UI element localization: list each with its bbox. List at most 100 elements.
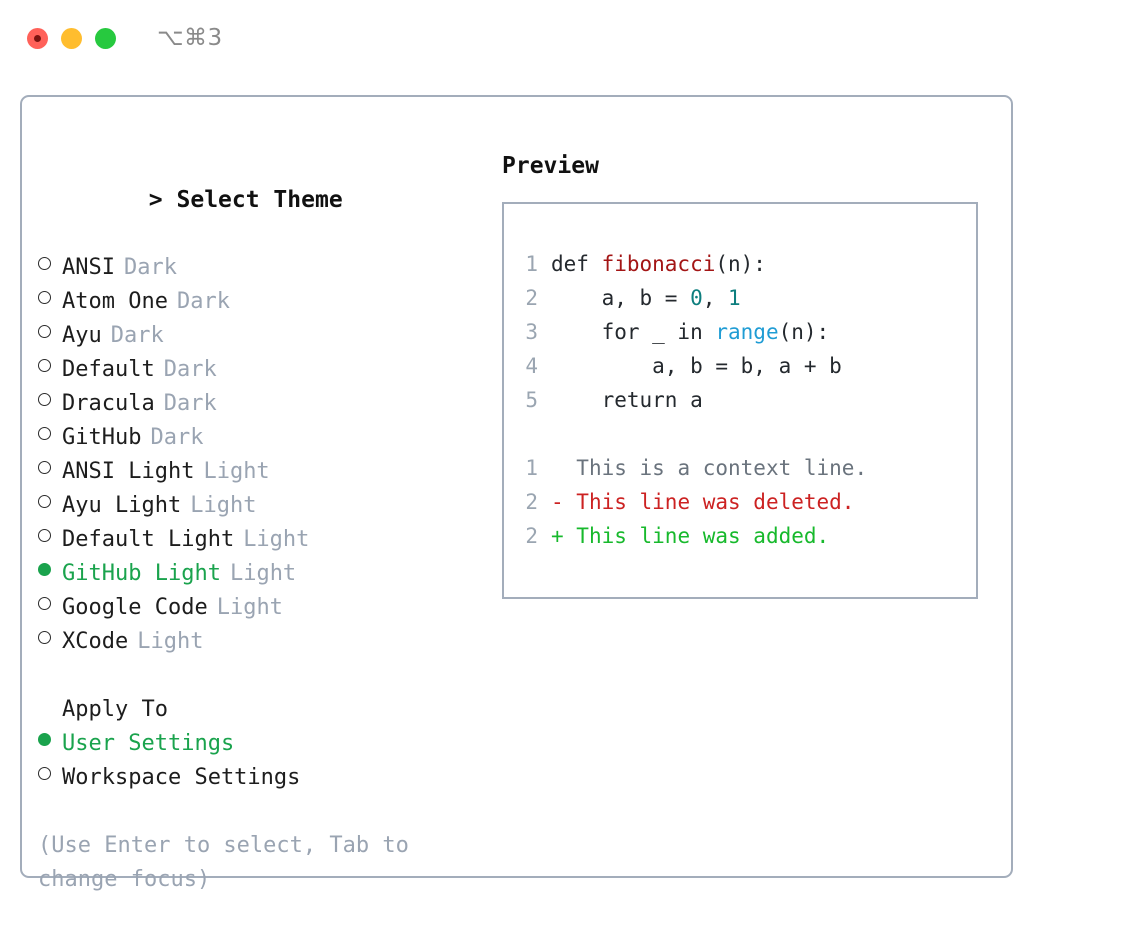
code-line-number: 5 xyxy=(525,388,538,412)
theme-option-tag: Light xyxy=(229,561,297,586)
diff-line-context: 1 This is a context line. xyxy=(504,451,976,485)
diff-marker xyxy=(551,456,564,480)
minimize-window-icon[interactable] xyxy=(61,27,82,49)
keyboard-shortcut-label: ⌥⌘3 xyxy=(157,25,223,51)
theme-option-tag: Dark xyxy=(163,357,217,382)
diff-line-add: 2 + This line was added. xyxy=(504,519,976,553)
apply-to-option-workspace-settings[interactable]: Workspace Settings xyxy=(38,761,478,795)
theme-option-atom-one[interactable]: Atom One Dark xyxy=(38,285,478,319)
theme-option-label: ANSI xyxy=(62,255,115,280)
theme-option-tag: Light xyxy=(243,527,310,552)
radio-unselected-icon[interactable] xyxy=(38,427,51,440)
radio-unselected-icon[interactable] xyxy=(38,257,51,270)
code-line-text: a, b = 0, 1 xyxy=(551,281,741,315)
code-token-num: 0 xyxy=(690,286,703,310)
theme-option-google-code[interactable]: Google Code Light xyxy=(38,591,478,625)
diff-line-number: 1 xyxy=(525,456,538,480)
prompt-caret-icon: > xyxy=(148,187,163,213)
select-theme-header: > Select Theme xyxy=(38,149,478,251)
theme-option-default-light[interactable]: Default Light Light xyxy=(38,523,478,557)
theme-option-label: Default xyxy=(62,357,155,382)
radio-unselected-icon[interactable] xyxy=(38,631,51,644)
code-token-plain: return a xyxy=(551,388,703,412)
code-line-text: return a xyxy=(551,383,703,417)
maximize-window-icon[interactable] xyxy=(95,27,116,49)
diff-line-number: 2 xyxy=(525,490,538,514)
theme-option-tag: Dark xyxy=(163,391,217,416)
radio-unselected-icon[interactable] xyxy=(38,495,51,508)
theme-option-label: Google Code xyxy=(62,595,208,620)
code-token-plain: for _ in xyxy=(551,320,716,344)
radio-unselected-icon[interactable] xyxy=(38,291,51,304)
code-token-plain: (n): xyxy=(778,320,830,344)
code-line: 2 a, b = 0, 1 xyxy=(504,281,976,315)
code-line-text: a, b = b, a + b xyxy=(551,349,842,383)
radio-unselected-icon[interactable] xyxy=(38,597,51,610)
code-token-plain: a, b = b, a + b xyxy=(551,354,842,378)
radio-selected-icon[interactable] xyxy=(38,563,51,576)
theme-option-label: Default Light xyxy=(62,527,235,552)
theme-option-tag: Dark xyxy=(176,289,230,314)
diff-marker: + xyxy=(551,524,564,548)
theme-option-tag: Dark xyxy=(110,323,164,348)
code-line-number: 2 xyxy=(525,286,538,310)
code-token-call: range xyxy=(715,320,779,344)
theme-option-tag: Light xyxy=(216,595,283,620)
code-line-number: 3 xyxy=(525,320,538,344)
radio-unselected-icon[interactable] xyxy=(38,529,51,542)
theme-option-tag: Light xyxy=(137,629,204,654)
radio-unselected-icon[interactable] xyxy=(38,393,51,406)
theme-option-label: ANSI Light xyxy=(62,459,195,484)
radio-unselected-icon[interactable] xyxy=(38,461,51,474)
close-window-icon[interactable] xyxy=(27,27,48,49)
theme-option-label: Ayu Light xyxy=(62,493,182,518)
code-line-text: for _ in range(n): xyxy=(551,315,830,349)
diff-line-text: - This line was deleted. xyxy=(551,485,854,519)
title-bar: ⌥⌘3 xyxy=(0,0,1140,76)
theme-option-label: Ayu xyxy=(62,323,102,348)
diff-marker: - xyxy=(551,490,564,514)
theme-option-default[interactable]: Default Dark xyxy=(38,353,478,387)
keyboard-hint-text: (Use Enter to select, Tab to change focu… xyxy=(38,833,409,892)
diff-line-text: This is a context line. xyxy=(551,451,867,485)
code-line: 3 for _ in range(n): xyxy=(504,315,976,349)
radio-selected-icon[interactable] xyxy=(38,733,51,746)
diff-line-number: 2 xyxy=(525,524,538,548)
theme-option-ayu-light[interactable]: Ayu Light Light xyxy=(38,489,478,523)
theme-option-label: XCode xyxy=(62,629,129,654)
theme-option-ayu[interactable]: Ayu Dark xyxy=(38,319,478,353)
code-token-plain: (n): xyxy=(715,252,766,276)
preview-header: Preview xyxy=(502,153,599,179)
theme-option-tag: Light xyxy=(190,493,257,518)
code-token-plain: a, b = xyxy=(551,286,691,310)
apply-to-option-label: Workspace Settings xyxy=(62,765,301,790)
theme-option-label: Atom One xyxy=(62,289,168,314)
apply-to-option-label: User Settings xyxy=(62,731,235,756)
diff-body: This is a context line. xyxy=(563,456,868,480)
list-spacer xyxy=(38,659,478,693)
diff-line-text: + This line was added. xyxy=(551,519,829,553)
theme-option-label: GitHub xyxy=(62,425,142,450)
select-theme-title: Select Theme xyxy=(176,187,343,213)
code-line: 4 a, b = b, a + b xyxy=(504,349,976,383)
code-token-fn: fibonacci xyxy=(601,252,716,276)
apply-to-option-user-settings[interactable]: User Settings xyxy=(38,727,478,761)
theme-option-xcode[interactable]: XCode Light xyxy=(38,625,478,659)
radio-unselected-icon[interactable] xyxy=(38,359,51,372)
code-line-number: 1 xyxy=(525,252,538,276)
radio-unselected-icon[interactable] xyxy=(38,767,51,780)
code-line: 5 return a xyxy=(504,383,976,417)
radio-unselected-icon[interactable] xyxy=(38,325,51,338)
